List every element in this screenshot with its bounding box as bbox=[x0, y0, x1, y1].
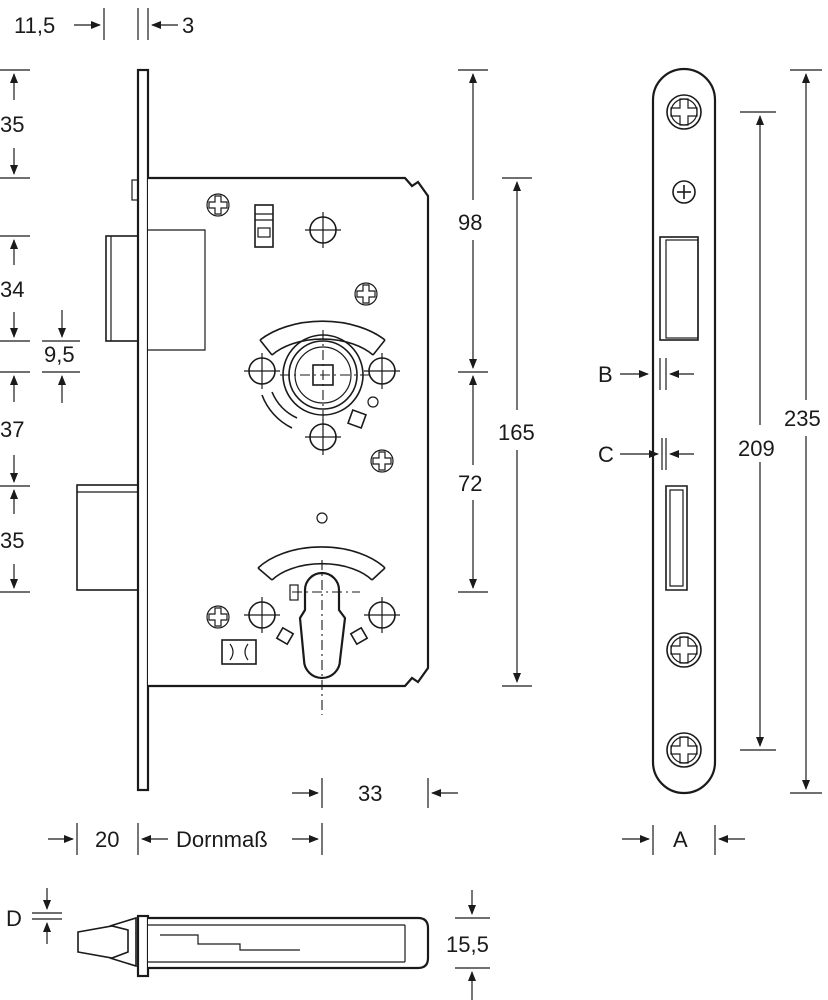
lock-body-front-view bbox=[76, 68, 430, 792]
label-b: B bbox=[598, 362, 613, 387]
slider-block bbox=[254, 204, 274, 248]
dim-98: 98 bbox=[458, 210, 482, 235]
plan-case bbox=[148, 916, 430, 970]
label-d: D bbox=[6, 906, 22, 931]
dim-20: 20 bbox=[95, 827, 119, 852]
faceplate-length-dimensions: 209 235 bbox=[738, 69, 822, 794]
latch-bolt bbox=[105, 235, 139, 342]
dim-35-top: 35 bbox=[0, 112, 24, 137]
dim-33: 33 bbox=[358, 781, 382, 806]
top-dimensions: 11,5 3 bbox=[14, 8, 194, 40]
dim-9-5: 9,5 bbox=[44, 342, 75, 367]
switch-block bbox=[221, 639, 257, 665]
dim-3: 3 bbox=[182, 13, 194, 38]
label-c: C bbox=[598, 442, 614, 467]
horizontal-dimensions: 33 20 Dornmaß bbox=[48, 778, 458, 855]
dim-165: 165 bbox=[498, 420, 535, 445]
dim-dornmass: Dornmaß bbox=[176, 827, 268, 852]
dim-15-5: 15,5 bbox=[446, 932, 489, 957]
dim-37: 37 bbox=[0, 417, 24, 442]
faceplate-front-view: B C A bbox=[598, 67, 745, 855]
dim-72: 72 bbox=[458, 471, 482, 496]
dim-35-bottom: 35 bbox=[0, 528, 24, 553]
dim-34: 34 bbox=[0, 277, 24, 302]
dim-209: 209 bbox=[738, 436, 775, 461]
bolt-slot bbox=[665, 485, 688, 591]
dim-235: 235 bbox=[784, 406, 821, 431]
lock-plan-view: D 15,5 bbox=[6, 888, 490, 1000]
small-screw-hole-icon bbox=[672, 180, 696, 204]
plan-faceplate bbox=[136, 914, 150, 978]
dim-11-5: 11,5 bbox=[14, 13, 55, 38]
faceplate-side bbox=[136, 68, 150, 792]
latch-inner bbox=[148, 229, 206, 351]
dead-bolt bbox=[76, 484, 139, 591]
faceplate-outline bbox=[651, 67, 717, 795]
lock-case bbox=[148, 176, 430, 688]
vertical-dimensions: 98 72 165 bbox=[458, 69, 535, 687]
left-dimensions: 35 34 37 35 9,5 bbox=[0, 69, 80, 593]
label-a: A bbox=[673, 827, 688, 852]
